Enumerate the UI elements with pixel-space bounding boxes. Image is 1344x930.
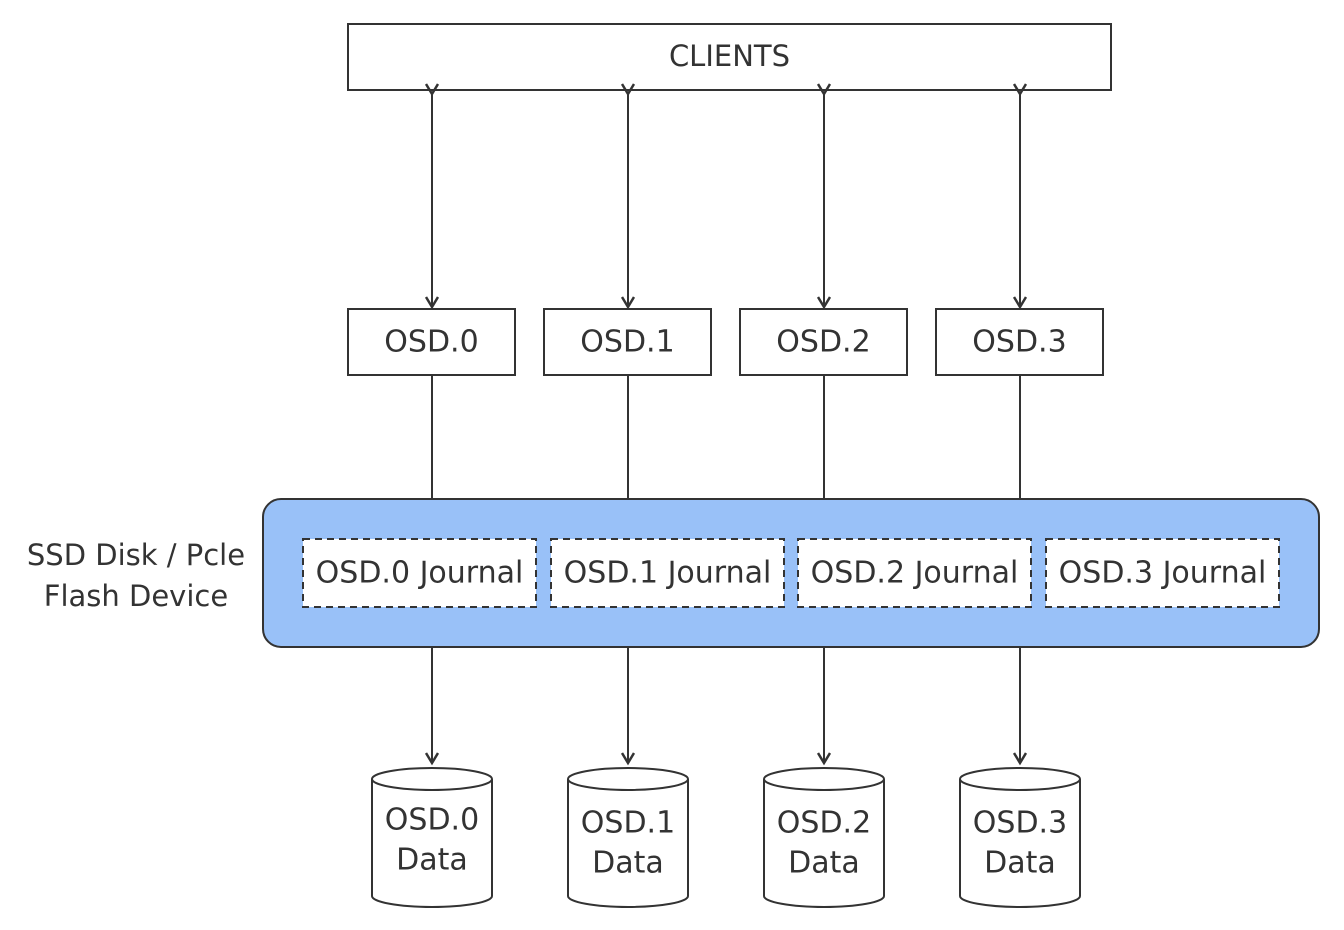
client-osd-connections [432, 94, 1020, 307]
device-label-line1: SSD Disk / Pcle [27, 538, 245, 572]
cylinder-icon [763, 779, 885, 908]
journal-label: OSD.1 Journal [564, 556, 772, 591]
osd-nodes: OSD.0 OSD.1 OSD.2 OSD.3 [347, 308, 1104, 376]
data-disk-label-line1: OSD.2 [777, 806, 871, 841]
osd-label: OSD.0 [384, 325, 478, 360]
data-disk-label-line1: OSD.3 [973, 806, 1067, 841]
data-disk-label-line1: OSD.1 [581, 806, 675, 841]
journal-box [550, 538, 785, 608]
osd-label: OSD.1 [580, 325, 674, 360]
osd-node-0: OSD.0 [347, 308, 516, 376]
data-disk-label-line2: Data [984, 846, 1056, 881]
osd-label: OSD.3 [972, 325, 1066, 360]
osd-box [543, 308, 712, 376]
osd-node-2: OSD.2 [739, 308, 908, 376]
ssd-device: OSD.0 Journal OSD.1 Journal OSD.2 Journa… [262, 498, 1320, 648]
cylinder-top [959, 767, 1081, 791]
cylinder-top [763, 767, 885, 791]
data-disk-3: OSD.3 Data [959, 767, 1081, 908]
journal-0: OSD.0 Journal [302, 538, 537, 608]
journal-label: OSD.0 Journal [316, 556, 524, 591]
data-disk-0: OSD.0 Data [371, 767, 493, 908]
cylinder-icon [567, 779, 689, 908]
journal-label: OSD.3 Journal [1059, 556, 1267, 591]
data-disk-label-line2: Data [788, 846, 860, 881]
data-disk-label-line1: OSD.0 [385, 803, 479, 838]
cylinder-icon [959, 779, 1081, 908]
device-label-line2: Flash Device [44, 579, 228, 613]
osd-device-connections [431, 375, 1021, 499]
cylinder-top [371, 767, 493, 791]
journal-3: OSD.3 Journal [1045, 538, 1280, 608]
osd-box [935, 308, 1104, 376]
data-disk-2: OSD.2 Data [763, 767, 885, 908]
osd-box [739, 308, 908, 376]
osd-node-3: OSD.3 [935, 308, 1104, 376]
data-disks: OSD.0 Data OSD.1 Data OSD.2 Data OSD.3 D… [371, 767, 1081, 908]
data-disk-1: OSD.1 Data [567, 767, 689, 908]
data-disk-label-line2: Data [592, 846, 664, 881]
journal-box [797, 538, 1032, 608]
journal-1: OSD.1 Journal [550, 538, 785, 608]
clients-node: CLIENTS [347, 23, 1112, 91]
clients-box [347, 23, 1112, 91]
cylinder-icon [371, 779, 493, 908]
cylinder-top [567, 767, 689, 791]
journal-box [1045, 538, 1280, 608]
clients-label: CLIENTS [669, 39, 790, 73]
device-side-label: SSD Disk / Pcle Flash Device [27, 538, 245, 613]
device-data-connections [432, 647, 1020, 763]
osd-node-1: OSD.1 [543, 308, 712, 376]
journal-label: OSD.2 Journal [811, 556, 1019, 591]
journal-2: OSD.2 Journal [797, 538, 1032, 608]
ssd-device-box [262, 498, 1320, 648]
journal-box [302, 538, 537, 608]
data-disk-label-line2: Data [396, 843, 468, 878]
osd-label: OSD.2 [776, 325, 870, 360]
